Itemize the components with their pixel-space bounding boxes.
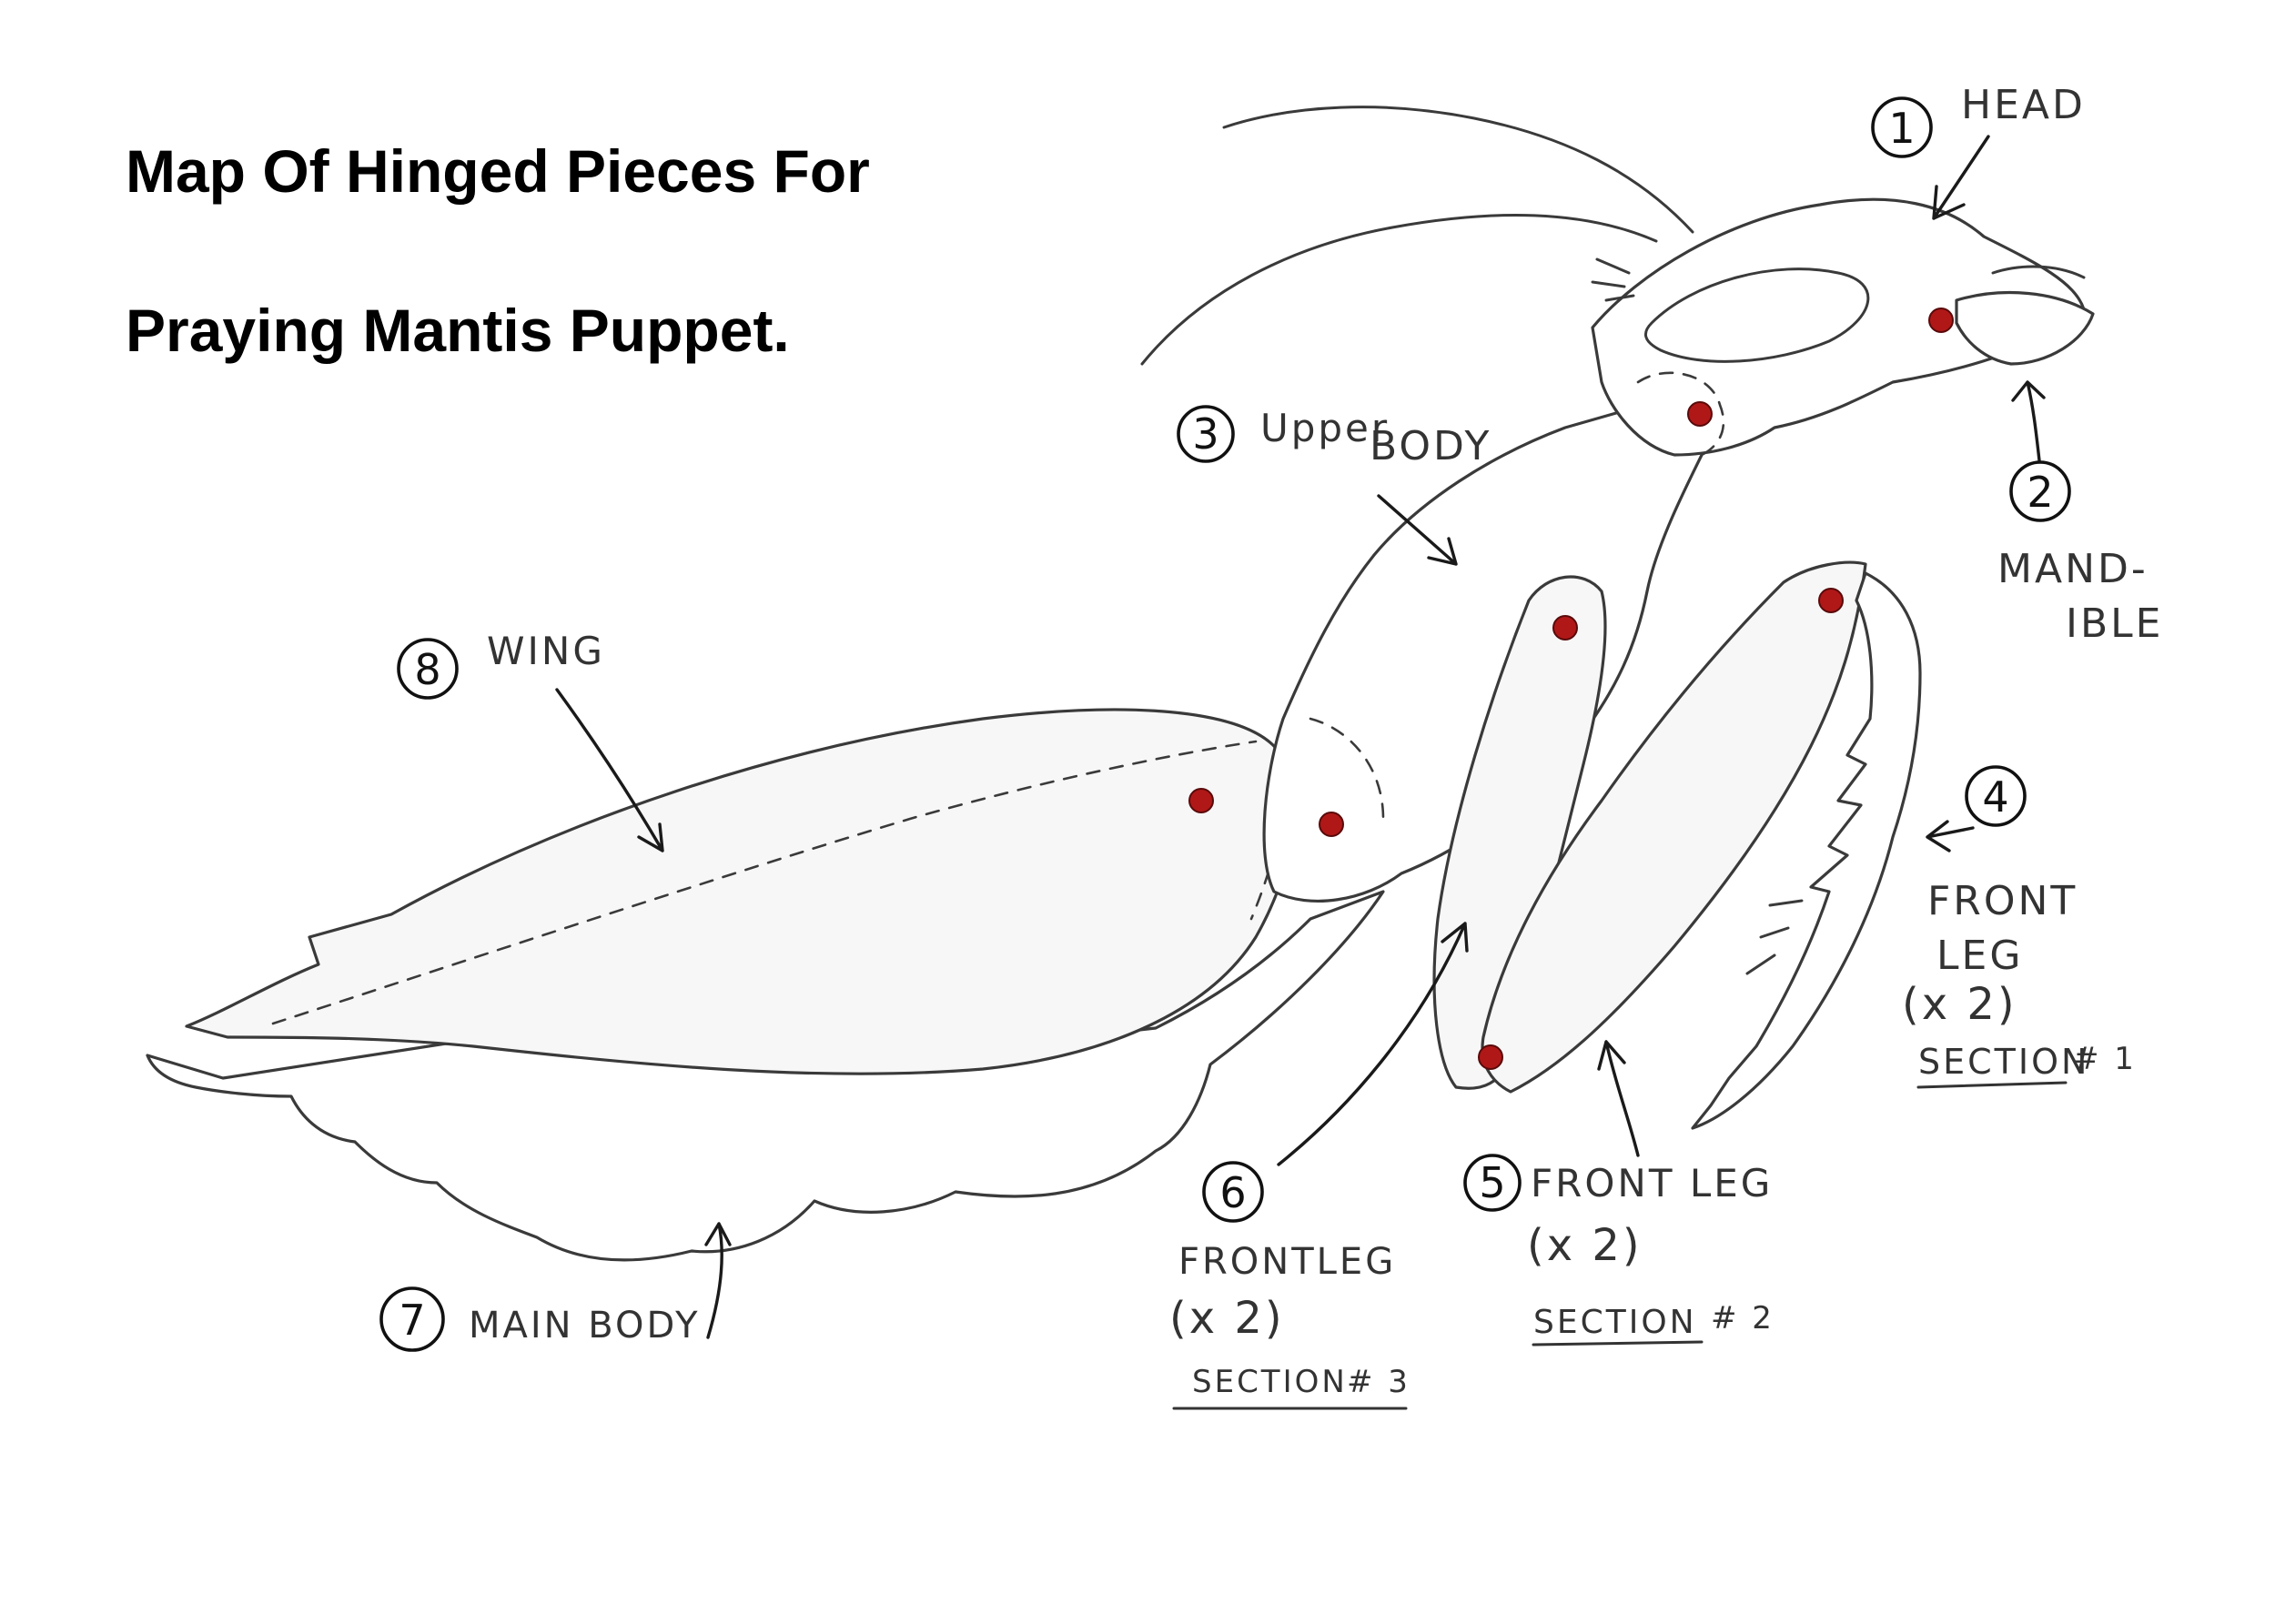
label-front-leg-2: 5 FRONT LEG (x 2) SECTION # 2 — [1463, 1154, 1774, 1347]
number-5: 5 — [1479, 1158, 1505, 1207]
label-upper-body: 3 Upper BODY — [1177, 405, 1491, 469]
arrow-front-leg-3 — [1277, 922, 1469, 1166]
number-7: 7 — [399, 1296, 425, 1345]
upper-body-hinge-line — [1309, 717, 1385, 821]
number-circle-4 — [1965, 765, 2027, 827]
main-body-piece — [146, 890, 1385, 1262]
number-circle-3 — [1177, 405, 1235, 463]
antenna-right — [1222, 106, 1694, 234]
upper-body-piece — [1262, 408, 1713, 903]
front-leg-section-2-piece — [1481, 560, 1867, 1094]
label-front-leg-3-line1: FRONTLEG — [1178, 1241, 1396, 1283]
number-6: 6 — [1219, 1168, 1246, 1217]
arrow-front-leg-1 — [1926, 820, 1975, 852]
number-circle-8 — [397, 638, 459, 700]
label-main-body: 7 MAIN BODY — [379, 1286, 701, 1352]
label-front-leg-1-line1: FRONT — [1927, 878, 2078, 924]
label-front-leg-3-section-num: # 3 — [1347, 1364, 1410, 1400]
label-wing-text: WING — [487, 629, 605, 673]
label-head-text: HEAD — [1961, 82, 2086, 128]
arrow-upper-body — [1377, 494, 1458, 566]
label-front-leg-2-line2: (x 2) — [1527, 1220, 1643, 1271]
label-front-leg-2-section-num: # 2 — [1711, 1300, 1774, 1337]
label-front-leg-2-line1: FRONT LEG — [1531, 1161, 1773, 1205]
arrow-wing — [555, 688, 664, 852]
arrow-head — [1932, 135, 1990, 220]
label-mandible: 2 MAND- IBLE — [1997, 460, 2163, 647]
number-3: 3 — [1192, 409, 1218, 459]
pivot-dot-leg3-bottom — [1478, 1044, 1503, 1070]
diagram-title-line-1: Map Of Hinged Pieces For — [126, 137, 870, 205]
head-eye-outline — [1643, 267, 1870, 363]
arrow-front-leg-2 — [1597, 1040, 1640, 1157]
antenna-left — [1140, 214, 1658, 366]
label-upper-body-a: Upper — [1260, 406, 1390, 450]
number-8: 8 — [414, 645, 440, 694]
label-front-leg-1: 4 FRONT LEG (x 2) SECTION # 1 — [1902, 765, 2137, 1089]
mandible-horn — [1991, 265, 2086, 279]
front-leg-section-1-piece — [1691, 571, 1922, 1130]
number-circle-5 — [1463, 1154, 1522, 1212]
claw-spikes — [1745, 899, 1804, 975]
label-head: 1 HEAD — [1871, 82, 2086, 158]
arrow-mandible — [2011, 380, 2046, 470]
label-wing: 8 WING — [397, 629, 605, 700]
label-front-leg-2-section: SECTION — [1533, 1304, 1697, 1341]
label-upper-body-b: BODY — [1370, 423, 1491, 469]
pivot-dot-leg1-top — [1818, 588, 1844, 613]
pivot-dot-upper-body — [1319, 812, 1344, 837]
pivot-dot-mandible — [1928, 308, 1954, 333]
number-4: 4 — [1982, 772, 2008, 822]
label-front-leg-1-section-num: # 1 — [2073, 1041, 2137, 1077]
wing-fold-line — [271, 740, 1258, 1025]
number-2: 2 — [2027, 468, 2053, 517]
number-circle-2 — [2009, 460, 2071, 522]
number-circle-7 — [379, 1286, 445, 1352]
label-front-leg-1-line2: LEG — [1936, 933, 2023, 979]
number-1: 1 — [1888, 104, 1915, 153]
label-mandible-line2: IBLE — [2066, 600, 2163, 647]
wing-piece — [185, 708, 1296, 1075]
number-circle-1 — [1871, 96, 1933, 158]
label-front-leg-3-line2: (x 2) — [1169, 1293, 1285, 1344]
label-main-body-text: MAIN BODY — [469, 1305, 701, 1347]
pivot-dot-head-neck — [1687, 401, 1713, 427]
arrow-main-body — [704, 1222, 732, 1339]
diagram-title-line-2: Praying Mantis Puppet. — [126, 297, 790, 364]
label-mandible-line1: MAND- — [1997, 546, 2149, 592]
neck-hinge-line — [1636, 371, 1725, 457]
label-front-leg-3: 6 FRONTLEG (x 2) SECTION # 3 — [1169, 1161, 1410, 1410]
front-leg-2-underline — [1532, 1340, 1704, 1347]
label-front-leg-1-line3: (x 2) — [1902, 979, 2017, 1030]
pivot-dots — [1188, 308, 1954, 1070]
label-front-leg-3-section: SECTION — [1192, 1364, 1348, 1400]
front-leg-1-underline — [1916, 1081, 2068, 1089]
number-circle-6 — [1202, 1161, 1264, 1223]
mandible-piece — [1955, 290, 2095, 366]
label-front-leg-1-section: SECTION — [1918, 1042, 2089, 1082]
pivot-dot-wing — [1188, 788, 1214, 813]
pivot-dot-leg3-top — [1552, 615, 1578, 641]
head-tuft — [1591, 257, 1635, 302]
